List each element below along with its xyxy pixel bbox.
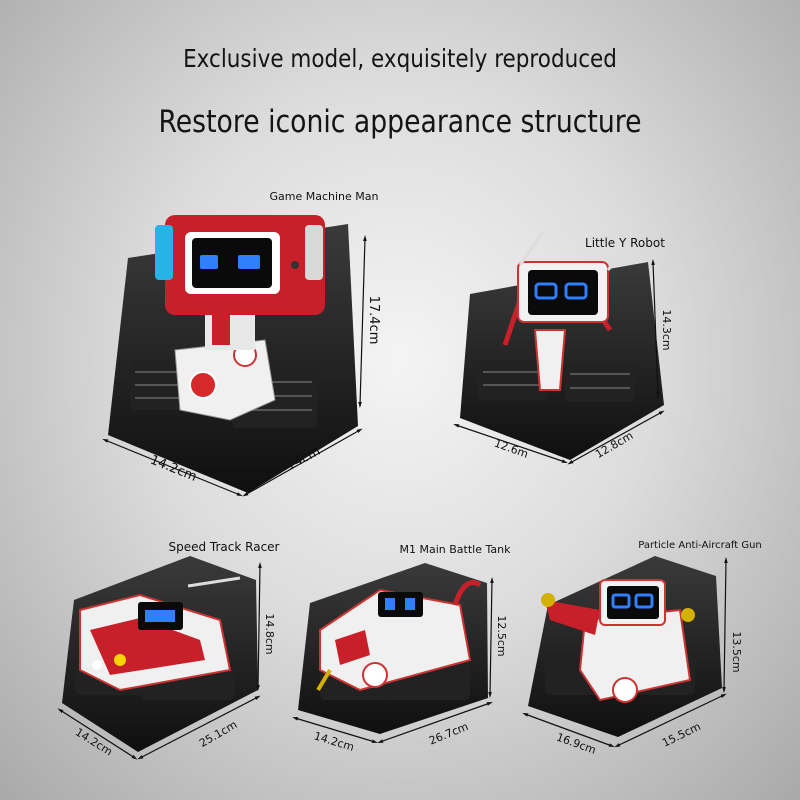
height-label: 13.5cm <box>730 631 743 672</box>
robot-game-machine-man-image <box>130 215 325 428</box>
height-label: 12.5cm <box>495 615 508 656</box>
width-label: 14.2cm <box>312 729 355 753</box>
height-label: 17.4cm <box>366 296 381 345</box>
model-m1-main-battle-tank: M1 Main Battle Tank 12.5cm 14.2cm 26.7cm <box>292 543 512 754</box>
model-little-y-robot: Little Y Robot 14.3cm 12.6m 12.8cm <box>453 231 673 465</box>
model-label: M1 Main Battle Tank <box>400 543 512 556</box>
robot-speed-track-racer-image <box>75 576 241 700</box>
depth-label: 15.5cm <box>660 720 703 750</box>
model-particle-anti-aircraft-gun: Particle Anti-Aircraft Gun 13.5cm 16.9cm… <box>522 540 762 757</box>
model-label: Particle Anti-Aircraft Gun <box>638 540 762 551</box>
depth-label: 25.1cm <box>197 718 239 750</box>
model-label: Little Y Robot <box>585 236 665 250</box>
headline: Exclusive model, exquisitely reproduced <box>183 44 617 73</box>
robot-little-y-image <box>478 231 635 402</box>
model-speed-track-racer: Speed Track Racer 14.8cm 14.2cm 25.1cm <box>57 540 280 760</box>
robot-m1-tank-image <box>316 580 482 700</box>
robot-anti-aircraft-gun-image <box>541 579 695 703</box>
depth-label: 26.7cm <box>427 720 470 748</box>
model-label: Speed Track Racer <box>169 540 280 554</box>
model-game-machine-man: Game Machine Man 17.4cm 14.2cm 14cm <box>102 190 381 497</box>
height-label: 14.8cm <box>263 613 276 654</box>
width-label: 16.9cm <box>555 731 598 757</box>
height-label: 14.3cm <box>660 309 673 350</box>
model-label: Game Machine Man <box>270 190 379 203</box>
subheadline: Restore iconic appearance structure <box>158 104 642 140</box>
